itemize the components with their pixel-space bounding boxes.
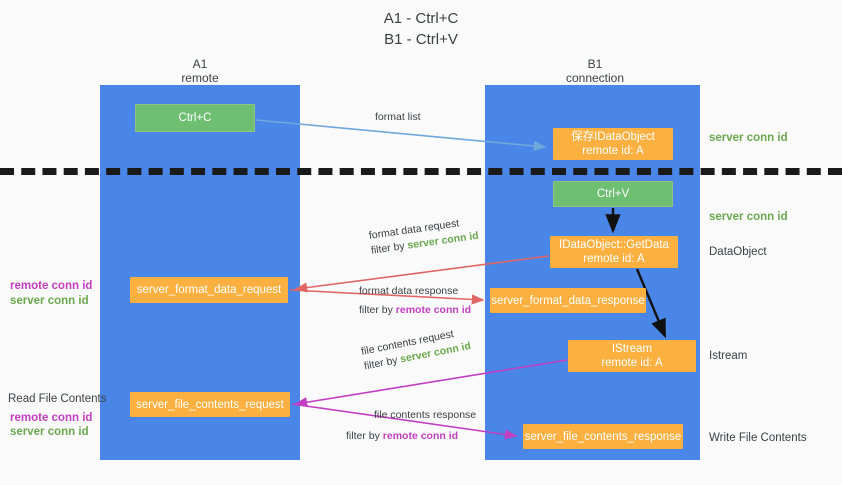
box-save-dataobject-line2: remote id: A: [582, 145, 644, 157]
lane-header-a1: A1 remote: [120, 57, 280, 85]
side-label-read-file-contents: Read File Contents: [8, 393, 107, 405]
edge-label-file-contents-response: file contents response filter by remote …: [346, 408, 477, 444]
box-getdata-line2: remote id: A: [583, 253, 645, 265]
side-label-server-conn-id-left-mid: server conn id: [10, 295, 89, 307]
side-label-istream: Istream: [709, 350, 748, 362]
lane-b1-subtitle: connection: [565, 71, 625, 85]
box-ctrl-c-label: Ctrl+C: [178, 112, 212, 124]
edge-label-format-list: format list: [375, 111, 421, 123]
diagram-title: A1 - Ctrl+C B1 - Ctrl+V: [0, 8, 842, 50]
lane-b1-name: B1: [587, 57, 603, 71]
box-istream-line1: IStream: [611, 343, 653, 355]
box-server-format-data-request[interactable]: server_format_data_request: [130, 277, 288, 303]
side-label-remote-conn-id-mid: remote conn id: [10, 280, 93, 292]
edge-label-file-contents-response-filter: filter by remote conn id: [346, 430, 459, 442]
box-istream-line2: remote id: A: [601, 357, 663, 369]
side-label-write-file-contents: Write File Contents: [709, 432, 807, 444]
side-label-server-conn-id-bottom: server conn id: [10, 426, 89, 438]
box-getdata-line1: IDataObject::GetData: [559, 239, 669, 251]
side-label-remote-conn-id-bottom: remote conn id: [10, 412, 93, 424]
edge-label-format-data-request: format data request filter by server con…: [368, 214, 480, 259]
side-label-dataobject: DataObject: [709, 246, 767, 258]
hl-remote-conn-id-2: remote conn id: [382, 430, 459, 442]
box-idataobject-getdata[interactable]: IDataObject::GetData remote id: A: [550, 236, 678, 268]
lane-a1-subtitle: remote: [181, 71, 219, 85]
box-ctrl-v-label: Ctrl+V: [596, 188, 630, 200]
edge-label-file-contents-request: file contents request filter by server c…: [360, 324, 472, 374]
phase-divider: [0, 168, 842, 175]
title-line-1: A1 - Ctrl+C: [383, 10, 459, 27]
box-save-dataobject[interactable]: 保存IDataObject remote id: A: [553, 128, 673, 160]
title-line-2: B1 - Ctrl+V: [384, 31, 458, 48]
edge-label-format-data-response: format data response filter by remote co…: [359, 284, 471, 318]
edge-label-format-data-response-title: format data response: [359, 285, 459, 297]
edge-label-file-contents-response-title: file contents response: [374, 409, 477, 421]
box-server-format-data-request-label: server_format_data_request: [136, 284, 282, 296]
side-label-server-conn-id-top: server conn id: [709, 132, 788, 144]
box-ctrl-c[interactable]: Ctrl+C: [135, 104, 255, 132]
box-save-dataobject-line1: 保存IDataObject: [571, 131, 655, 143]
box-server-file-contents-response[interactable]: server_file_contents_response: [523, 424, 683, 449]
edge-label-format-data-response-filter: filter by remote conn id: [359, 304, 472, 316]
lane-a1-name: A1: [192, 57, 208, 71]
box-server-format-data-response[interactable]: server_format_data_response: [490, 288, 646, 313]
lane-header-b1: B1 connection: [515, 57, 675, 85]
box-server-format-data-response-label: server_format_data_response: [491, 294, 645, 307]
box-server-file-contents-request-label: server_file_contents_request: [136, 398, 284, 411]
side-label-server-conn-id-mid: server conn id: [709, 211, 788, 223]
hl-remote-conn-id: remote conn id: [395, 304, 472, 316]
box-server-file-contents-response-label: server_file_contents_response: [524, 430, 682, 443]
box-ctrl-v[interactable]: Ctrl+V: [553, 181, 673, 207]
box-istream[interactable]: IStream remote id: A: [568, 340, 696, 372]
box-server-file-contents-request[interactable]: server_file_contents_request: [130, 392, 290, 417]
